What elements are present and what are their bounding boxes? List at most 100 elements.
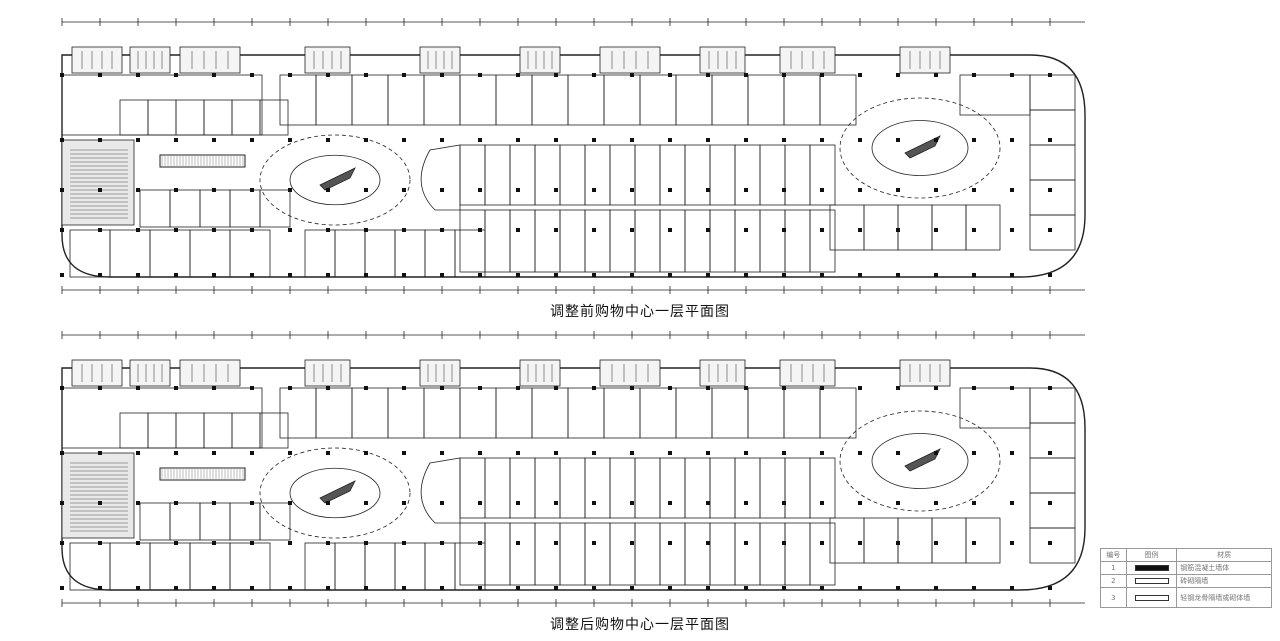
structural-column — [174, 451, 178, 455]
legend-header-no: 编号 — [1100, 548, 1127, 562]
structural-column — [288, 541, 292, 545]
structural-column — [326, 228, 330, 232]
structural-column — [706, 586, 710, 590]
legend-row: 2 砖砌隔墙 — [1100, 574, 1272, 588]
structural-column — [174, 501, 178, 505]
structural-column — [896, 386, 900, 390]
structural-column — [554, 188, 558, 192]
service-core — [519, 359, 561, 387]
structural-column — [250, 228, 254, 232]
structural-column — [440, 541, 444, 545]
stair-hall — [61, 452, 135, 539]
shop-unit — [1029, 422, 1076, 459]
shop-unit — [1029, 492, 1076, 529]
structural-column — [98, 73, 102, 77]
structural-column — [136, 273, 140, 277]
structural-column — [1048, 451, 1052, 455]
service-core — [179, 46, 241, 74]
structural-column — [402, 73, 406, 77]
shop-unit — [149, 229, 191, 278]
structural-column — [60, 501, 64, 505]
shop-unit — [784, 209, 811, 273]
structural-column — [288, 386, 292, 390]
structural-column — [212, 228, 216, 232]
structural-column — [174, 586, 178, 590]
structural-column — [858, 586, 862, 590]
shop-unit — [509, 522, 536, 586]
structural-column — [516, 73, 520, 77]
shop-unit — [634, 457, 661, 519]
shop-unit — [1029, 214, 1076, 251]
service-core — [899, 46, 951, 74]
legend-no: 2 — [1100, 574, 1127, 588]
structural-column — [896, 273, 900, 277]
structural-column — [1048, 138, 1052, 142]
structural-column — [478, 188, 482, 192]
shop-unit — [659, 457, 686, 519]
shop-unit — [675, 387, 713, 439]
shop-unit — [783, 387, 821, 439]
structural-column — [820, 451, 824, 455]
atrium-void — [259, 447, 411, 539]
structural-column — [402, 586, 406, 590]
structural-column — [934, 273, 938, 277]
structural-column — [250, 586, 254, 590]
structural-column — [440, 451, 444, 455]
shop-unit — [819, 74, 857, 126]
structural-column — [668, 451, 672, 455]
structural-column — [440, 188, 444, 192]
structural-column — [820, 541, 824, 545]
structural-column — [592, 228, 596, 232]
shop-unit — [784, 457, 811, 519]
shop-unit — [423, 387, 461, 439]
shop-unit — [709, 209, 736, 273]
plan-title-after: 调整后购物中心一层平面图 — [550, 617, 730, 633]
shop-unit — [1029, 74, 1076, 111]
legend-material: 砖砌隔墙 — [1176, 574, 1272, 588]
legend-material: 轻钢龙骨隔墙或砌体墙 — [1176, 587, 1272, 608]
shop-unit — [603, 387, 641, 439]
structural-column — [516, 501, 520, 505]
shop-unit — [484, 457, 511, 519]
shop-unit — [119, 99, 149, 136]
service-core — [599, 359, 661, 387]
structural-column — [478, 586, 482, 590]
shop-unit — [684, 209, 711, 273]
shop-unit — [199, 189, 231, 228]
structural-column — [896, 228, 900, 232]
structural-column — [478, 73, 482, 77]
structural-column — [858, 541, 862, 545]
structural-column — [972, 501, 976, 505]
shop-unit — [119, 412, 149, 449]
structural-column — [706, 501, 710, 505]
structural-column — [136, 451, 140, 455]
structural-column — [98, 188, 102, 192]
structural-column — [212, 73, 216, 77]
structural-column — [288, 188, 292, 192]
structural-column — [630, 501, 634, 505]
service-core — [71, 46, 123, 74]
structural-column — [858, 138, 862, 142]
shop-unit — [509, 144, 536, 206]
shop-unit — [759, 522, 786, 586]
service-core — [71, 359, 123, 387]
structural-column — [326, 586, 330, 590]
shop-unit — [169, 189, 201, 228]
structural-column — [668, 73, 672, 77]
structural-column — [972, 188, 976, 192]
structural-column — [326, 451, 330, 455]
service-core — [699, 46, 746, 74]
structural-column — [212, 138, 216, 142]
structural-column — [744, 386, 748, 390]
shop-unit — [809, 457, 836, 519]
shop-unit — [559, 522, 586, 586]
structural-column — [136, 73, 140, 77]
atrium-void — [259, 134, 411, 226]
structural-column — [1010, 273, 1014, 277]
structural-column — [402, 541, 406, 545]
stair-hall — [61, 139, 135, 226]
shop-unit — [819, 387, 857, 439]
shop-unit — [203, 412, 233, 449]
structural-column — [554, 228, 558, 232]
